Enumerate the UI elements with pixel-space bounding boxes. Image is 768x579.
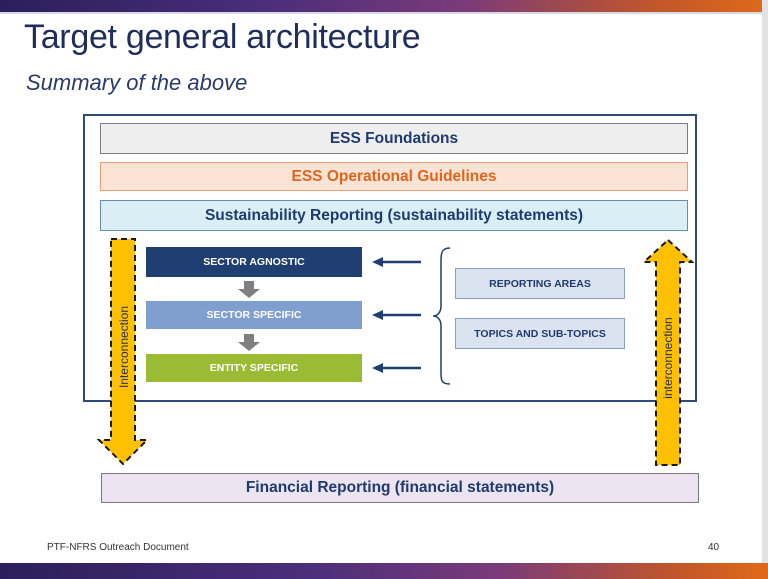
top-accent-line bbox=[0, 12, 768, 14]
slide-subtitle: Summary of the above bbox=[26, 70, 248, 95]
sustainability-reporting-band: Sustainability Reporting (sustainability… bbox=[100, 200, 688, 231]
down-arrow-icon bbox=[238, 334, 260, 351]
window-edge bbox=[762, 0, 768, 579]
entity-specific-box: ENTITY SPECIFIC bbox=[146, 354, 362, 382]
left-arrow-icon bbox=[372, 310, 421, 320]
interconnection-up-arrow-icon bbox=[641, 238, 695, 466]
sector-agnostic-box: SECTOR AGNOSTIC bbox=[146, 247, 362, 277]
left-arrow-icon bbox=[372, 257, 421, 267]
left-arrow-icon bbox=[372, 363, 421, 373]
ess-operational-guidelines-band: ESS Operational Guidelines bbox=[100, 162, 688, 191]
ess-foundations-band: ESS Foundations bbox=[100, 123, 688, 154]
bottom-accent-bar bbox=[0, 563, 768, 579]
page-number: 40 bbox=[708, 542, 720, 553]
slide-footer: PTF-NFRS Outreach Document bbox=[47, 542, 189, 553]
curly-brace-icon bbox=[432, 247, 451, 385]
right-interconnection-label: interconnection bbox=[661, 317, 675, 398]
left-interconnection-label: Interconnection bbox=[117, 306, 131, 388]
reporting-areas-box: REPORTING AREAS bbox=[455, 268, 625, 299]
top-accent-bar bbox=[0, 0, 768, 12]
topics-subtopics-box: TOPICS AND SUB-TOPICS bbox=[455, 318, 625, 349]
down-arrow-icon bbox=[238, 281, 260, 298]
slide-title: Target general architecture bbox=[24, 18, 421, 56]
interconnection-down-arrow-icon bbox=[96, 238, 150, 466]
financial-reporting-band: Financial Reporting (financial statement… bbox=[101, 473, 699, 503]
sector-specific-box: SECTOR SPECIFIC bbox=[146, 301, 362, 329]
